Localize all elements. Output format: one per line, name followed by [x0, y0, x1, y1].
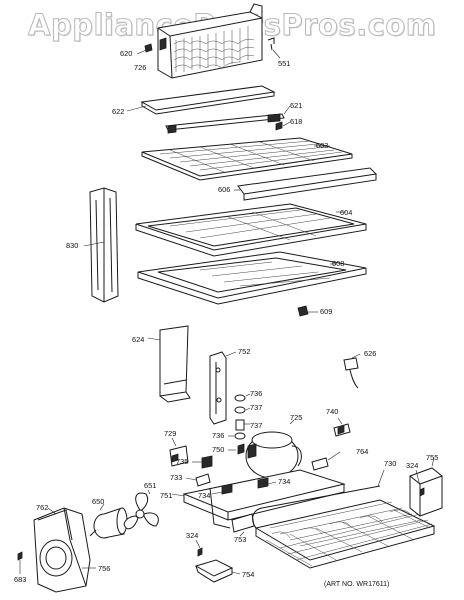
- callout-764: 764: [356, 447, 368, 456]
- fan-blade-651[interactable]: [123, 489, 159, 530]
- callout-606: 606: [218, 185, 230, 194]
- art-number: (ART NO. WR17611): [324, 581, 389, 588]
- screw-620[interactable]: [136, 43, 153, 55]
- callout-733: 733: [170, 473, 182, 482]
- side-rail-830[interactable]: [83, 187, 119, 303]
- grommet-736-lower[interactable]: [228, 432, 246, 440]
- duct-624[interactable]: [147, 325, 191, 403]
- screw-683[interactable]: [17, 551, 23, 574]
- bracket-752[interactable]: [209, 351, 237, 425]
- grommet-737-lower[interactable]: [235, 419, 250, 431]
- evaporator-cover-622[interactable]: [126, 85, 276, 115]
- callout-755: 755: [426, 453, 438, 462]
- callout-736-upper: 736: [250, 389, 262, 398]
- evaporator-coil-726[interactable]: [157, 3, 263, 79]
- callout-737-upper: 737: [250, 403, 262, 412]
- callout-651: 651: [144, 481, 156, 490]
- callout-729: 729: [164, 429, 176, 438]
- callout-551: 551: [278, 59, 290, 68]
- callout-730: 730: [384, 459, 396, 468]
- callout-753: 753: [234, 535, 246, 544]
- callout-737-lower: 737: [250, 421, 262, 430]
- screw-324-lower[interactable]: [195, 539, 203, 557]
- screw-324-right[interactable]: [415, 469, 425, 497]
- callout-324-right: 324: [406, 461, 418, 470]
- callout-756: 756: [98, 564, 110, 573]
- clip-618[interactable]: [275, 121, 291, 131]
- callout-618: 618: [290, 117, 302, 126]
- clip-750[interactable]: [228, 443, 245, 455]
- callout-624: 624: [132, 335, 144, 344]
- callout-725: 725: [290, 413, 302, 422]
- channel-621[interactable]: [165, 105, 291, 134]
- fan-shroud-756[interactable]: [33, 507, 96, 593]
- part-734-left[interactable]: [211, 483, 233, 495]
- callout-752: 752: [238, 347, 250, 356]
- callout-324-lower: 324: [186, 531, 198, 540]
- callout-608: 608: [332, 259, 344, 268]
- cover-733[interactable]: [185, 473, 211, 487]
- callout-751: 751: [160, 491, 172, 500]
- condenser-730[interactable]: [252, 469, 436, 569]
- callout-734-right: 734: [278, 477, 290, 486]
- callout-734-left: 734: [198, 491, 210, 500]
- bracket-753[interactable]: [231, 513, 255, 537]
- base-plate-751[interactable]: [171, 469, 346, 529]
- callout-620: 620: [120, 49, 132, 58]
- bracket-755[interactable]: [409, 457, 443, 517]
- grommet-736-upper[interactable]: [234, 393, 251, 402]
- gasket-762[interactable]: [37, 507, 73, 541]
- callout-736-lower: 736: [212, 431, 224, 440]
- callout-604: 604: [340, 208, 352, 217]
- thermostat-626[interactable]: [343, 353, 361, 389]
- callout-621: 621: [290, 101, 302, 110]
- grommet-737-upper[interactable]: [234, 406, 251, 414]
- callout-603: 603: [316, 141, 328, 150]
- callout-762: 762: [36, 503, 48, 512]
- callout-622: 622: [112, 107, 124, 116]
- part-734-right[interactable]: [257, 477, 277, 489]
- callout-726: 726: [134, 63, 146, 72]
- part-609[interactable]: [297, 305, 318, 317]
- callout-830: 830: [66, 241, 78, 250]
- clip-740[interactable]: [333, 417, 351, 437]
- callout-750: 750: [212, 445, 224, 454]
- relay-729[interactable]: [169, 437, 189, 467]
- shelf-603[interactable]: [141, 137, 353, 181]
- callout-683: 683: [14, 575, 26, 584]
- overload-735[interactable]: [192, 455, 213, 469]
- shelf-trim-606[interactable]: [234, 167, 378, 201]
- fastener-551[interactable]: [267, 37, 281, 59]
- callout-609: 609: [320, 307, 332, 316]
- drain-pan-608[interactable]: [137, 251, 367, 305]
- callout-754: 754: [242, 570, 254, 579]
- tray-604[interactable]: [135, 203, 367, 257]
- drain-tray-754[interactable]: [194, 559, 241, 583]
- clip-764[interactable]: [311, 451, 341, 471]
- fan-motor-650[interactable]: [89, 503, 128, 539]
- callout-740: 740: [326, 407, 338, 416]
- callout-626: 626: [364, 349, 376, 358]
- callout-735: 735: [176, 457, 188, 466]
- callout-650: 650: [92, 497, 104, 506]
